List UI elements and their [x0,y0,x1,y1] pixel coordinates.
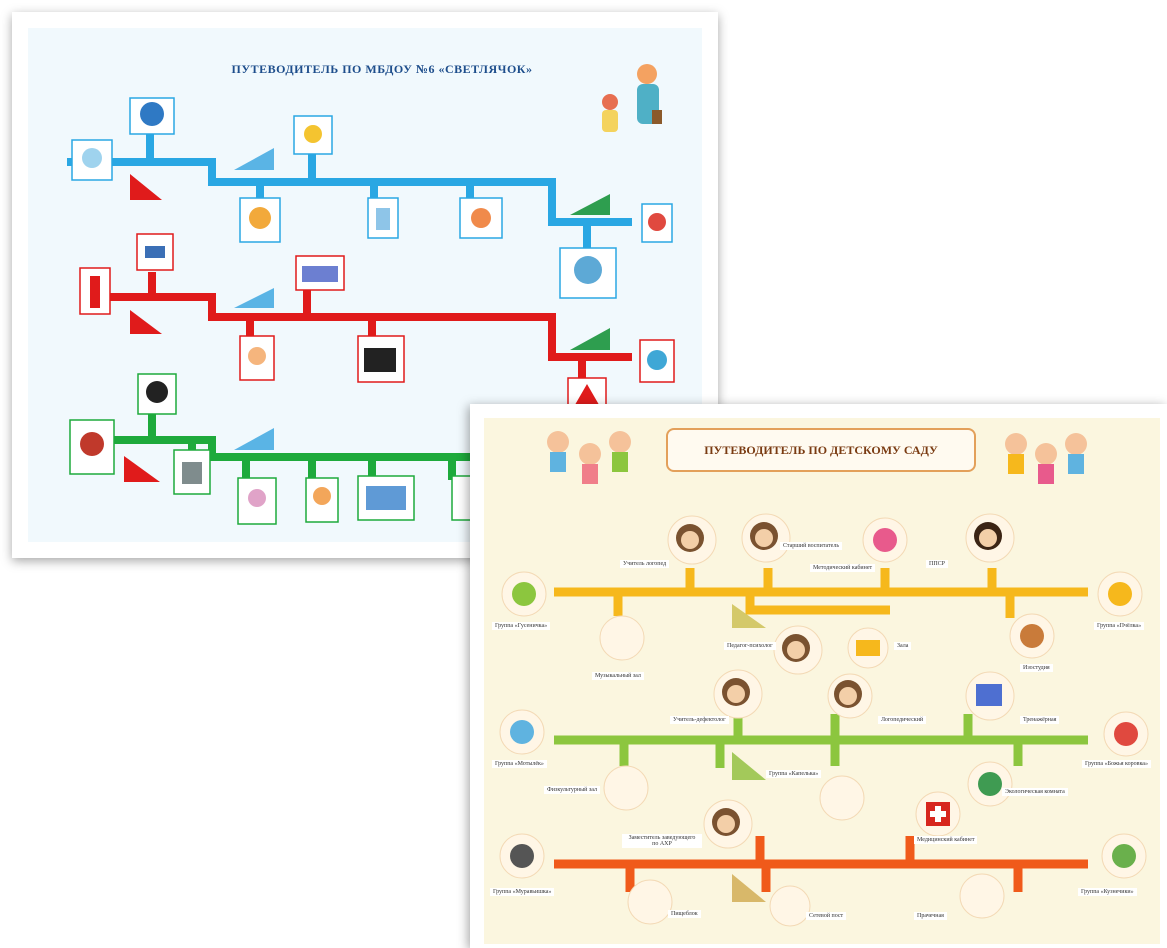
label-gruppa-kapelka: Группа «Капелька» [766,770,822,778]
label-ppsr: ППСР [926,560,949,568]
lime-route [554,714,1088,768]
label-pedagog-psiholog: Педагог-психолог [724,642,776,650]
label-medicinskiy-kabinet: Медицинский кабинет [914,836,978,844]
poster-kindergarten-guide: ПУТЕВОДИТЕЛЬ ПО ДЕТСКОМУ САДУ Учитель ло… [470,404,1167,948]
stairs-icons [732,604,766,902]
family-illustration [602,64,662,132]
poster2-map [499,431,1149,927]
label-uchitel-logoped: Учитель логопед [620,560,670,568]
poster1-title: ПУТЕВОДИТЕЛЬ ПО МБДОУ №6 «СВЕТЛЯЧОК» [231,62,533,76]
label-muzykalnyy-zal: Музыкальный зал [592,672,644,680]
red-route [87,272,632,382]
poster1-map [67,64,675,525]
label-gruppa-kuznechiki: Группа «Кузнечики» [1078,888,1137,896]
label-izostudiya: Изостудия [1020,664,1053,672]
node-pictures [80,102,667,510]
label-logopedicheskiy: Логопедический [878,716,927,724]
label-gruppa-bozhya-korovka: Группа «Божья коровка» [1082,760,1151,768]
label-fizkulturnyy-zal: Физкультурный зал [544,786,600,794]
label-trenazhernaya: Тренажёрная [1020,716,1060,724]
poster2-background [484,418,1160,944]
children-illustration-left [547,431,631,484]
children-illustration-right [1005,433,1087,484]
blue-route [67,134,632,250]
label-gruppa-motylek: Группа «Мотылёк» [492,760,547,768]
label-setevoy-post: Сетевой пост [806,912,847,920]
label-gruppa-gusenichka: Группа «Гусеничка» [492,622,551,630]
poster2-title: ПУТЕВОДИТЕЛЬ ПО ДЕТСКОМУ САДУ [666,428,976,472]
staff-avatars [510,522,1138,868]
yellow-route [554,568,1088,618]
poster-svetlyachok: ПУТЕВОДИТЕЛЬ ПО МБДОУ №6 «СВЕТЛЯЧОК» [12,12,718,558]
green-route [102,414,482,480]
label-starshiy-vospitatel: Старший воспитатель [780,542,843,550]
label-zala: Зала [894,642,912,650]
label-pishcheblok: Пищеблок [668,910,701,918]
label-gruppa-pchelka: Группа «Пчёлка» [1094,622,1145,630]
label-uchitel-defektolog: Учитель-дефектолог [670,716,729,724]
stairs-icons [124,148,610,482]
orange-route [554,836,1088,892]
label-zamestitel-ahr: Заместитель заведующего по АХР [622,834,702,848]
label-metodicheskiy-kabinet: Методический кабинет [810,564,876,572]
label-gruppa-muravishka: Группа «Муравьишка» [490,888,555,896]
label-ekologicheskaya-komnata: Экологическая комната [1002,788,1068,796]
label-prachechnaya: Прачечная [914,912,947,920]
